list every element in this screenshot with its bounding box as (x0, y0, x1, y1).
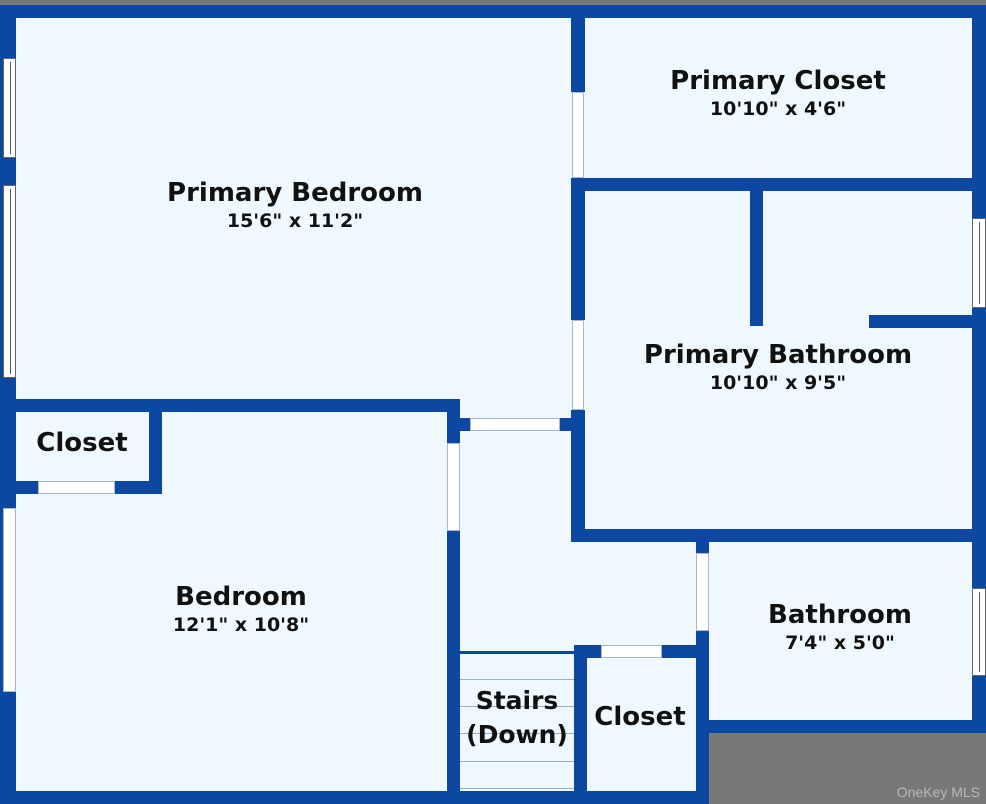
wall-pbath-bottom (571, 529, 986, 542)
door-pbed-closet[interactable] (572, 92, 584, 178)
wall-bath-left (696, 631, 709, 804)
wall-bath-bottom (696, 720, 986, 733)
room-label-primary-bathroom: Primary Bathroom 10'10" x 9'5" (644, 340, 912, 396)
wall-ccloset-top-l (574, 645, 601, 658)
wall-pbath-partition (750, 178, 763, 326)
room-label-primary-bedroom: Primary Bedroom 15'6" x 11'2" (167, 178, 423, 234)
door-ccloset[interactable] (601, 645, 662, 658)
exterior-notch (708, 733, 986, 804)
wall-hall-stub-l (447, 418, 471, 431)
wall-bottom (0, 791, 708, 804)
watermark: OneKey MLS (896, 784, 980, 800)
room-name: Stairs (475, 686, 559, 715)
wall-ccloset-left (574, 645, 587, 804)
window-left-3 (3, 508, 16, 692)
wall-bath-left-top (696, 540, 709, 553)
room-name: Primary Closet (670, 66, 886, 96)
wall-pbath-shower (869, 315, 986, 328)
room-name: Primary Bathroom (643, 340, 913, 370)
window-left-2 (3, 185, 16, 378)
door-bath[interactable] (696, 553, 709, 631)
wall-pbed-bottom (0, 399, 460, 412)
room-label-bathroom: Bathroom 7'4" x 5'0" (768, 600, 912, 656)
room-label-primary-closet: Primary Closet 10'10" x 4'6" (670, 66, 886, 122)
wall-lcloset-bottom-l (0, 481, 38, 494)
room-name: Bathroom (768, 600, 912, 630)
door-bedroom[interactable] (447, 443, 460, 531)
stair-step (460, 788, 575, 789)
room-name: Closet (594, 702, 686, 732)
room-name: Primary Bedroom (167, 178, 423, 208)
wall-pbed-right-mid (571, 178, 585, 320)
wall-stairs-top (460, 651, 586, 654)
room-name: Closet (36, 428, 128, 458)
room-name: Bedroom (175, 582, 307, 612)
room-dimensions: 15'6" x 11'2" (226, 210, 364, 232)
door-pbed-hall[interactable] (470, 418, 560, 431)
room-dimensions: 10'10" x 9'5" (709, 372, 847, 394)
room-label-closet-left: Closet (36, 428, 127, 458)
stair-step (460, 761, 575, 762)
room-sub: (Down) (466, 720, 568, 749)
window-bath (972, 588, 986, 676)
stair-step (460, 706, 575, 707)
stair-step (460, 679, 575, 680)
wall-lcloset-bottom-r (115, 481, 162, 494)
wall-top (0, 5, 986, 18)
wall-lcloset-right (149, 399, 162, 494)
wall-pbed-right-top (571, 5, 585, 92)
room-dimensions: 10'10" x 4'6" (709, 98, 847, 120)
window-left-1 (3, 58, 16, 158)
stair-step (460, 733, 575, 734)
window-pbath (972, 218, 986, 308)
wall-pbath-left (571, 410, 585, 542)
wall-hall-stub-r (560, 418, 585, 431)
room-label-stairs: Stairs (Down) (466, 684, 568, 752)
wall-ccloset-top-r (662, 645, 696, 658)
door-pbed-bath[interactable] (572, 320, 584, 410)
room-dimensions: 12'1" x 10'8" (172, 614, 310, 636)
wall-closet-bottom (571, 178, 986, 191)
wall-bedroom-right (447, 531, 460, 804)
room-label-closet-center: Closet (594, 702, 685, 732)
room-dimensions: 7'4" x 5'0" (785, 632, 895, 654)
door-lcloset[interactable] (38, 481, 115, 494)
room-label-bedroom: Bedroom 12'1" x 10'8" (173, 582, 309, 638)
